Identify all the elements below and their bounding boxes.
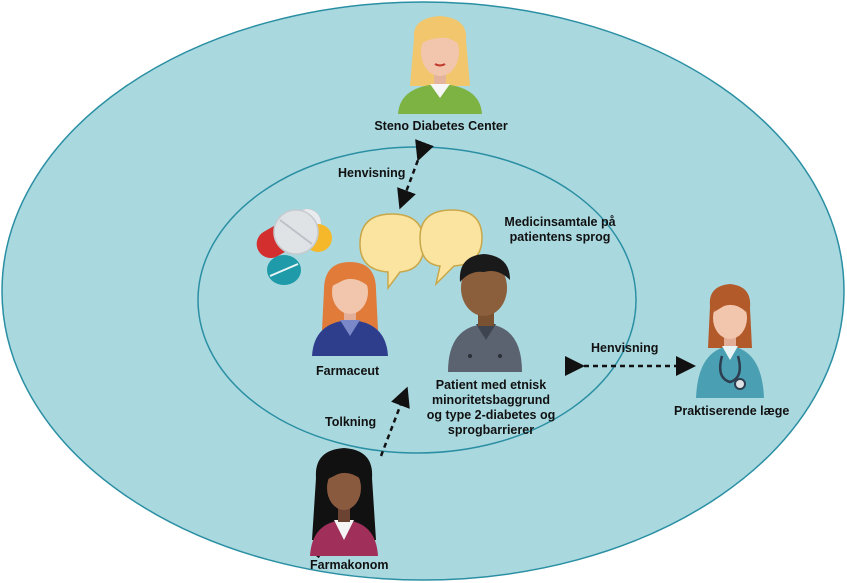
- medicin-line-1: Medicinsamtale på: [504, 215, 616, 229]
- laege-label: Praktiserende læge: [674, 404, 790, 418]
- steno-woman-icon: [398, 16, 482, 114]
- pills-icon: [256, 209, 332, 285]
- tolkning-arrow: [379, 386, 410, 457]
- patient-man-icon: [448, 254, 522, 372]
- henvisning-top-label: Henvisning: [338, 166, 406, 180]
- patient-label: Patient med etnisk minoritetsbaggrund og…: [416, 378, 566, 438]
- medicin-line-2: patientens sprog: [509, 230, 611, 244]
- tolkning-label: Tolkning: [325, 415, 377, 429]
- speech-bubble-icon: [359, 209, 483, 291]
- patient-line-3: og type 2-diabetes og: [426, 408, 556, 422]
- steno-label: Steno Diabetes Center: [374, 119, 508, 133]
- patient-line-4: sprogbarrierer: [447, 423, 535, 437]
- farmakonom-woman-icon: [310, 448, 378, 559]
- farmaceut-woman-icon: [312, 262, 388, 356]
- farmaceut-label: Farmaceut: [316, 364, 380, 378]
- henvisning-right-label: Henvisning: [591, 341, 659, 355]
- patient-line-1: Patient med etnisk: [435, 378, 547, 392]
- farmakonom-label: Farmakonom: [310, 558, 389, 572]
- medicin-label: Medicinsamtale på patientens sprog: [500, 215, 620, 245]
- patient-line-2: minoritetsbaggrund: [431, 393, 551, 407]
- doctor-icon: [696, 284, 764, 398]
